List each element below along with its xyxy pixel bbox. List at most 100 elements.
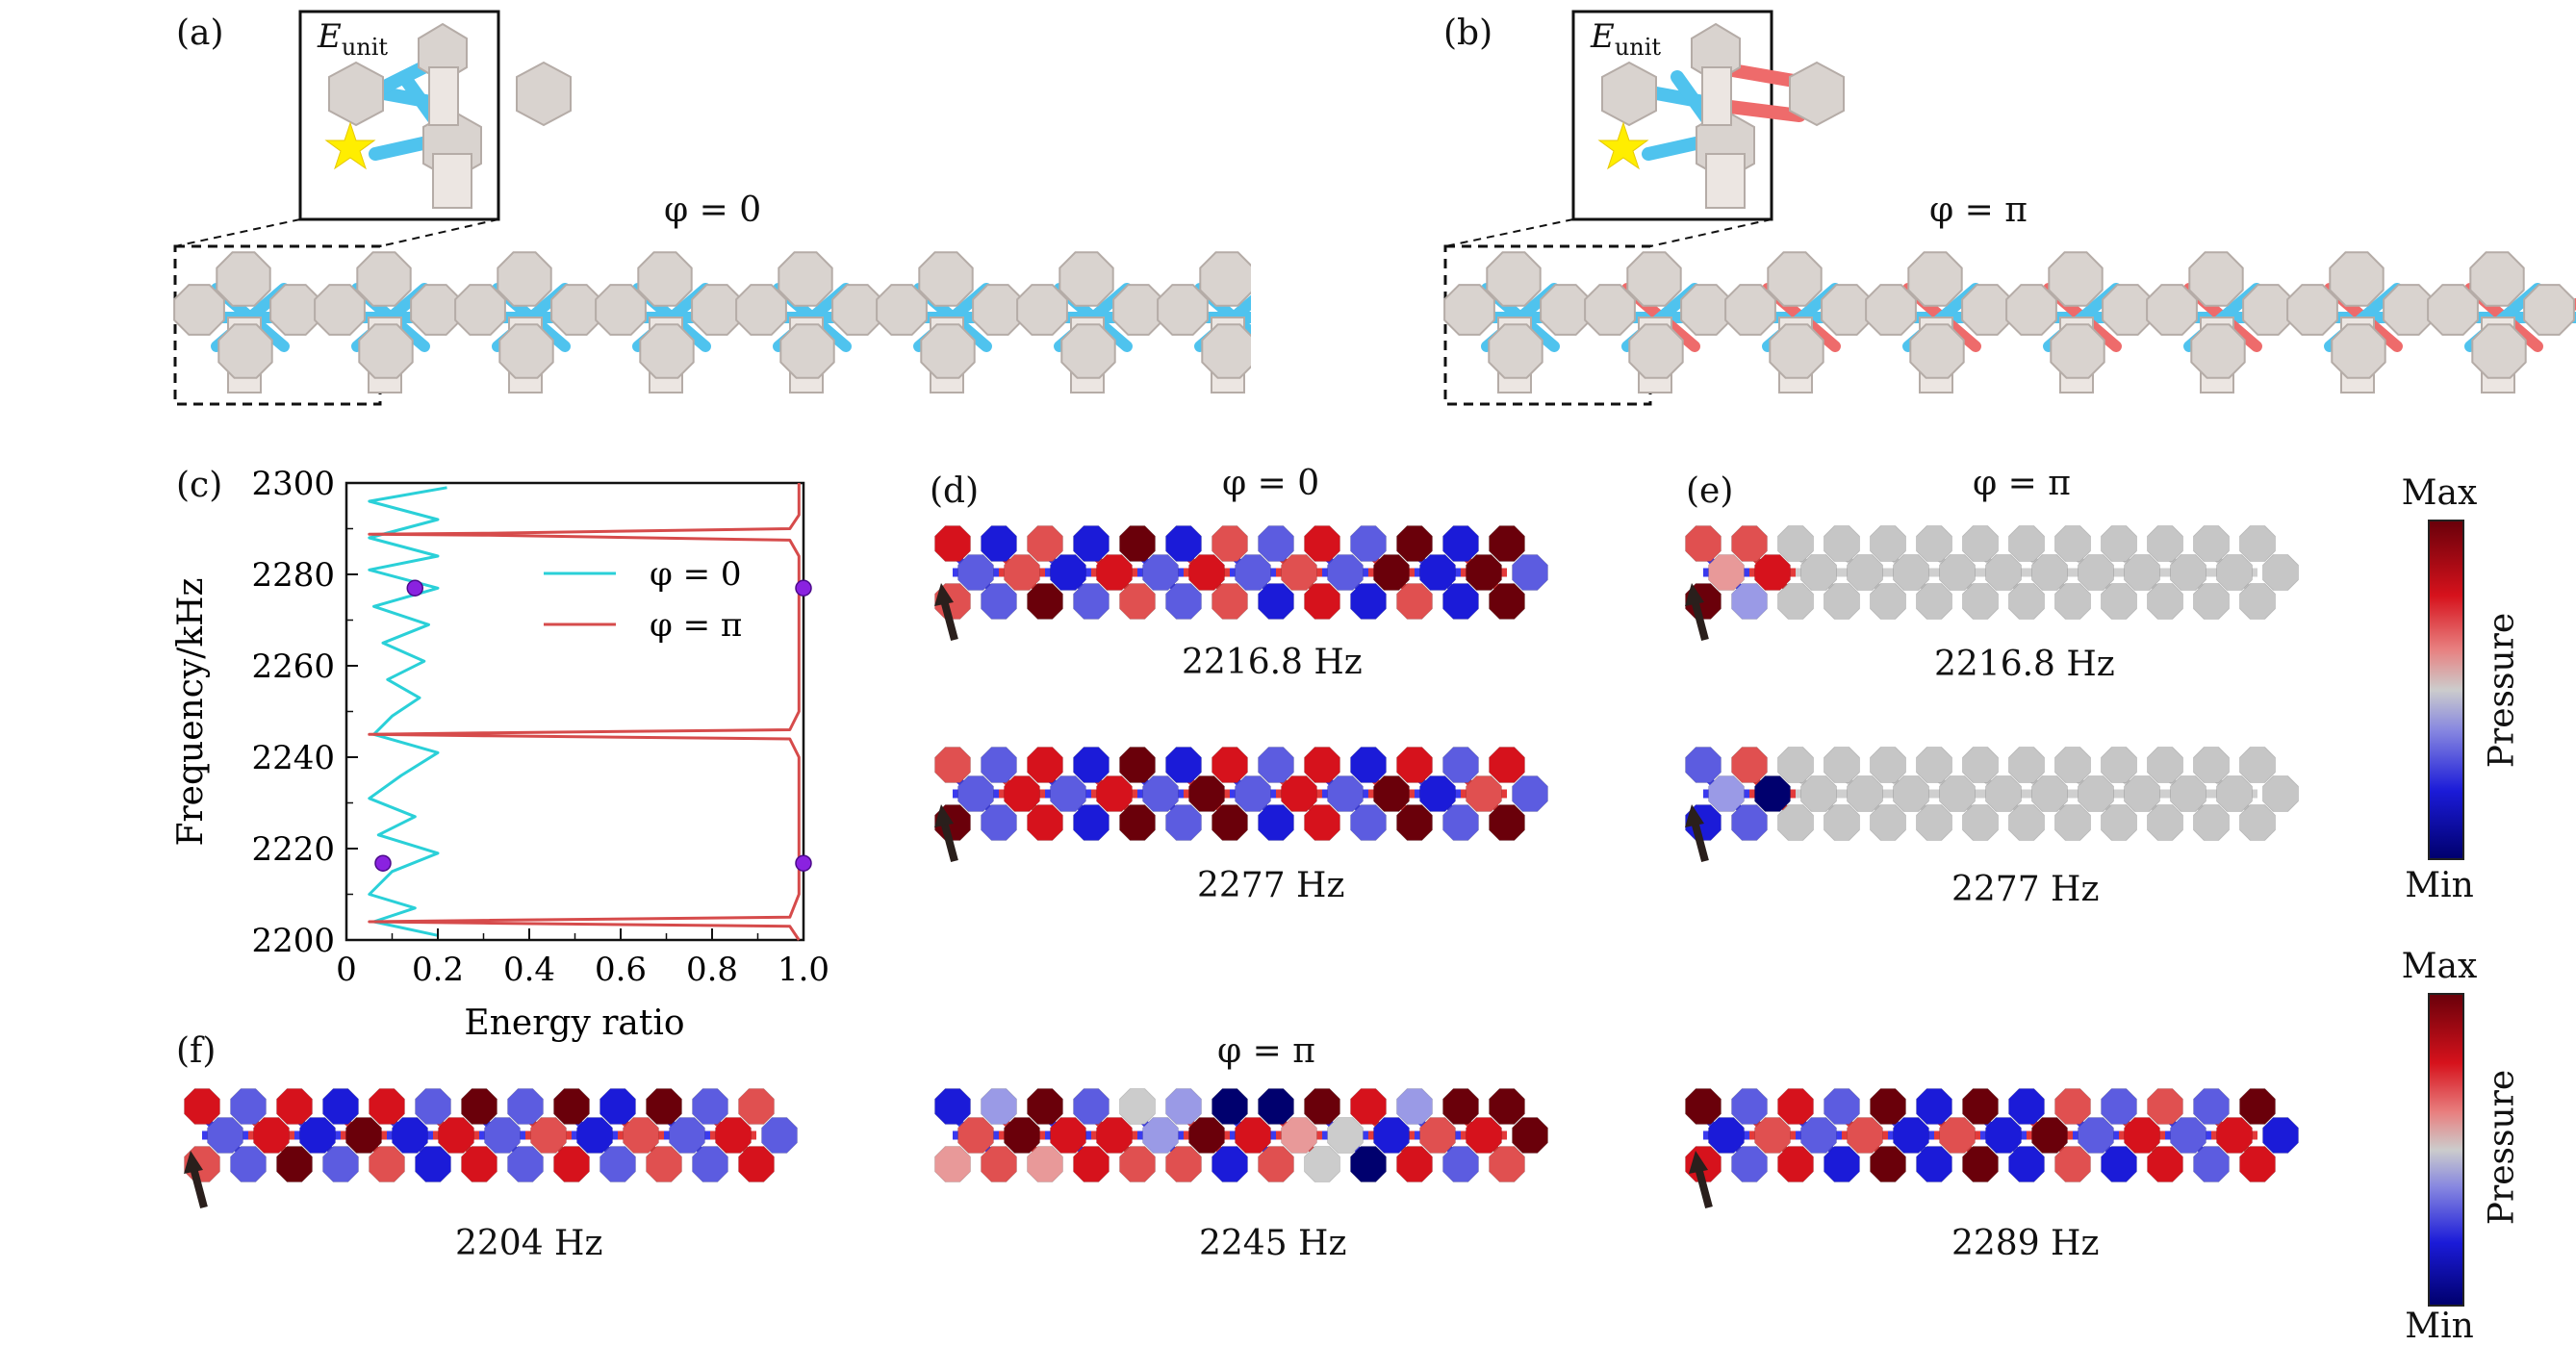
x-tick-label: 0.8: [686, 951, 738, 989]
panel-label-e: (e): [1686, 471, 1734, 511]
pressure-node: [934, 1088, 971, 1125]
x-tick-label: 0.2: [412, 951, 464, 989]
pressure-node: [1824, 583, 1860, 620]
node-left: [1016, 284, 1068, 336]
colorbar-max-2: Max: [2401, 947, 2478, 986]
x-tick-label: 0.4: [503, 951, 555, 989]
panel-label-d: (d): [930, 471, 980, 511]
pressure-node: [599, 1088, 636, 1125]
pressure-node: [1165, 525, 1202, 562]
pressure-node: [1281, 775, 1317, 812]
x-tick-label: 0.6: [595, 951, 647, 989]
pressure-node: [1073, 1088, 1109, 1125]
pressure-node: [1442, 804, 1479, 841]
pressure-node: [1731, 747, 1768, 783]
x-axis-label: Energy ratio: [464, 1003, 684, 1043]
pressure-node: [1073, 525, 1109, 562]
pressure-node: [1350, 1088, 1387, 1125]
pressure-node: [2054, 1146, 2091, 1182]
x-tick-label: 1.0: [778, 951, 829, 989]
pressure-node: [1073, 583, 1109, 620]
pressure-node: [1731, 1146, 1768, 1182]
pressure-node: [2054, 1088, 2091, 1125]
pressure-node: [369, 1146, 405, 1182]
pressure-node: [1235, 1117, 1271, 1154]
freq-label-d-top: 2216.8 Hz: [1182, 643, 1363, 682]
y-tick-label: 2280: [251, 556, 335, 595]
panel-a: Eunit φ = 0: [0, 0, 1251, 423]
node-bottom: [2331, 323, 2386, 379]
pressure-node: [1731, 1088, 1768, 1125]
pressure-node: [1870, 525, 1906, 562]
pressure-node: [299, 1117, 336, 1154]
node-top: [2329, 251, 2385, 307]
node-top: [1767, 251, 1823, 307]
pressure-node: [1985, 554, 2022, 591]
pressure-node: [1165, 1146, 1202, 1182]
pressure-field-f-1: [184, 1088, 798, 1209]
node-top: [2469, 251, 2525, 307]
pressure-node: [1327, 554, 1364, 591]
pressure-node: [1119, 1146, 1156, 1182]
pressure-node: [2008, 1088, 2045, 1125]
pressure-node: [1211, 1088, 1248, 1125]
freq-label-d-bottom: 2277 Hz: [1197, 866, 1345, 905]
pressure-node: [1870, 747, 1906, 783]
colorbar-title-1: Pressure: [2482, 612, 2522, 769]
series-line-1: [368, 483, 801, 941]
pressure-node: [1027, 583, 1063, 620]
node-left: [1443, 284, 1495, 336]
colorbar-min-2: Min: [2405, 1307, 2474, 1346]
phase-label-b: φ = π: [1929, 190, 2028, 230]
pressure-node: [1731, 583, 1768, 620]
pressure-node: [1281, 554, 1317, 591]
pressure-node: [2193, 1146, 2230, 1182]
pressure-node: [2193, 804, 2230, 841]
pressure-node: [1916, 747, 1952, 783]
colorbar-title-2: Pressure: [2482, 1069, 2522, 1226]
pressure-node: [1893, 775, 1929, 812]
legend-label-phi0: φ = 0: [650, 555, 742, 594]
pressure-node: [2147, 583, 2183, 620]
pressure-node: [2078, 554, 2114, 591]
pressure-node: [2147, 1088, 2183, 1125]
pressure-node: [1304, 747, 1340, 783]
pressure-node: [2193, 525, 2230, 562]
pressure-node: [1824, 1146, 1860, 1182]
node-bottom: [217, 323, 273, 379]
pressure-node: [553, 1088, 590, 1125]
pressure-node: [646, 1088, 682, 1125]
pressure-node: [1258, 583, 1294, 620]
pressure-node: [1731, 525, 1768, 562]
pressure-node: [1142, 775, 1179, 812]
pressure-node: [1350, 747, 1387, 783]
pressure-node: [1442, 583, 1479, 620]
panel-label-b: (b): [1443, 13, 1493, 53]
x-tick-label: 0: [336, 951, 357, 989]
pressure-node: [1962, 1146, 1999, 1182]
pressure-node: [2031, 1117, 2068, 1154]
pressure-node: [1442, 1088, 1479, 1125]
pressure-node: [1870, 1088, 1906, 1125]
y-tick-label: 2200: [251, 922, 335, 960]
pressure-node: [692, 1088, 728, 1125]
pressure-node: [981, 804, 1017, 841]
pressure-node: [1258, 525, 1294, 562]
pressure-node: [1350, 583, 1387, 620]
pressure-node: [2101, 1088, 2137, 1125]
node-right: [1680, 284, 1732, 336]
data-marker: [795, 579, 812, 597]
pressure-node: [1142, 554, 1179, 591]
pressure-node: [1419, 554, 1456, 591]
pressure-node: [957, 775, 994, 812]
node-bottom: [2050, 323, 2105, 379]
node-right: [2523, 284, 2575, 336]
pressure-node: [2193, 747, 2230, 783]
pressure-node: [1396, 1146, 1433, 1182]
pressure-node: [2262, 775, 2299, 812]
pressure-node: [1708, 775, 1745, 812]
pressure-node: [1489, 1146, 1525, 1182]
pressure-node: [1304, 1088, 1340, 1125]
pressure-node: [1004, 775, 1040, 812]
